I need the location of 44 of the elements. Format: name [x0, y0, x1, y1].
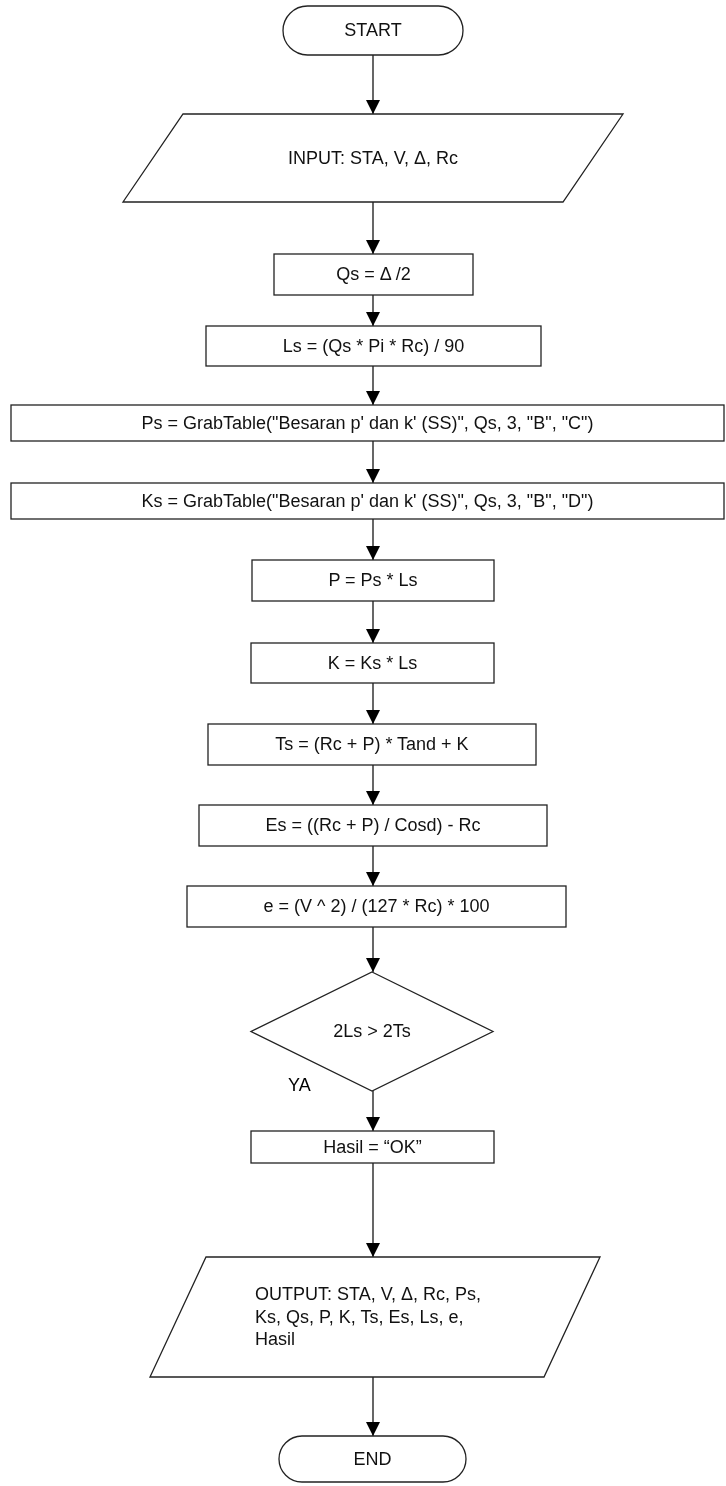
process-box	[11, 405, 724, 441]
process-box	[251, 1131, 494, 1163]
node-text: Ls = (Qs * Pi * Rc) / 90	[282, 335, 465, 357]
terminator-shape	[279, 1436, 466, 1482]
node-text: Es = ((Rc + P) / Cosd) - Rc	[265, 815, 481, 836]
process-box	[206, 326, 541, 366]
input-output-parallelogram	[150, 1257, 600, 1377]
arrow	[366, 1090, 380, 1132]
node-text: Ts = (Rc + P) * Tand + K	[275, 734, 469, 755]
process-box	[199, 805, 547, 846]
node-text: Hasil = “OK”	[323, 1136, 422, 1158]
node-text: OUTPUT: STA, V, Δ, Rc, Ps, Ks, Qs, P, K, Ts, Es, Ls, e, Hasil	[255, 1283, 483, 1351]
node-text: Ps = GrabTable("Besaran p' dan k' (SS)", Qs, 3, "B", "C")	[141, 412, 594, 434]
decision-diamond	[251, 972, 493, 1091]
node-text: e = (V ^ 2) / (127 * Rc) * 100	[263, 896, 490, 917]
process-box	[252, 560, 494, 601]
node-text: END	[353, 1448, 392, 1470]
arrow	[366, 845, 380, 887]
node-text: Ks = GrabTable("Besaran p' dan k' (SS)", Qs, 3, "B", "D")	[141, 490, 594, 512]
input-output-parallelogram	[123, 114, 623, 202]
arrow	[366, 926, 380, 973]
arrow	[366, 440, 380, 484]
node-text: 2Ls > 2Ts	[333, 1021, 411, 1042]
process-box	[208, 724, 536, 765]
arrow	[366, 518, 380, 561]
arrow	[366, 1162, 380, 1258]
arrow	[366, 764, 380, 806]
arrow	[366, 682, 380, 725]
arrow	[366, 600, 380, 644]
process-box	[274, 254, 473, 295]
terminator-shape	[283, 6, 463, 55]
node-text: K = Ks * Ls	[327, 652, 418, 674]
arrow	[366, 365, 380, 406]
process-box	[11, 483, 724, 519]
node-text: START	[344, 20, 402, 41]
process-box	[251, 643, 494, 683]
node-text: P = Ps * Ls	[328, 570, 418, 591]
arrow	[366, 1376, 380, 1437]
node-text: Qs = Δ /2	[336, 264, 411, 285]
node-text: INPUT: STA, V, Δ, Rc	[287, 147, 459, 169]
arrow	[366, 294, 380, 327]
arrow	[366, 201, 380, 255]
arrow	[366, 54, 380, 115]
process-box	[187, 886, 566, 927]
